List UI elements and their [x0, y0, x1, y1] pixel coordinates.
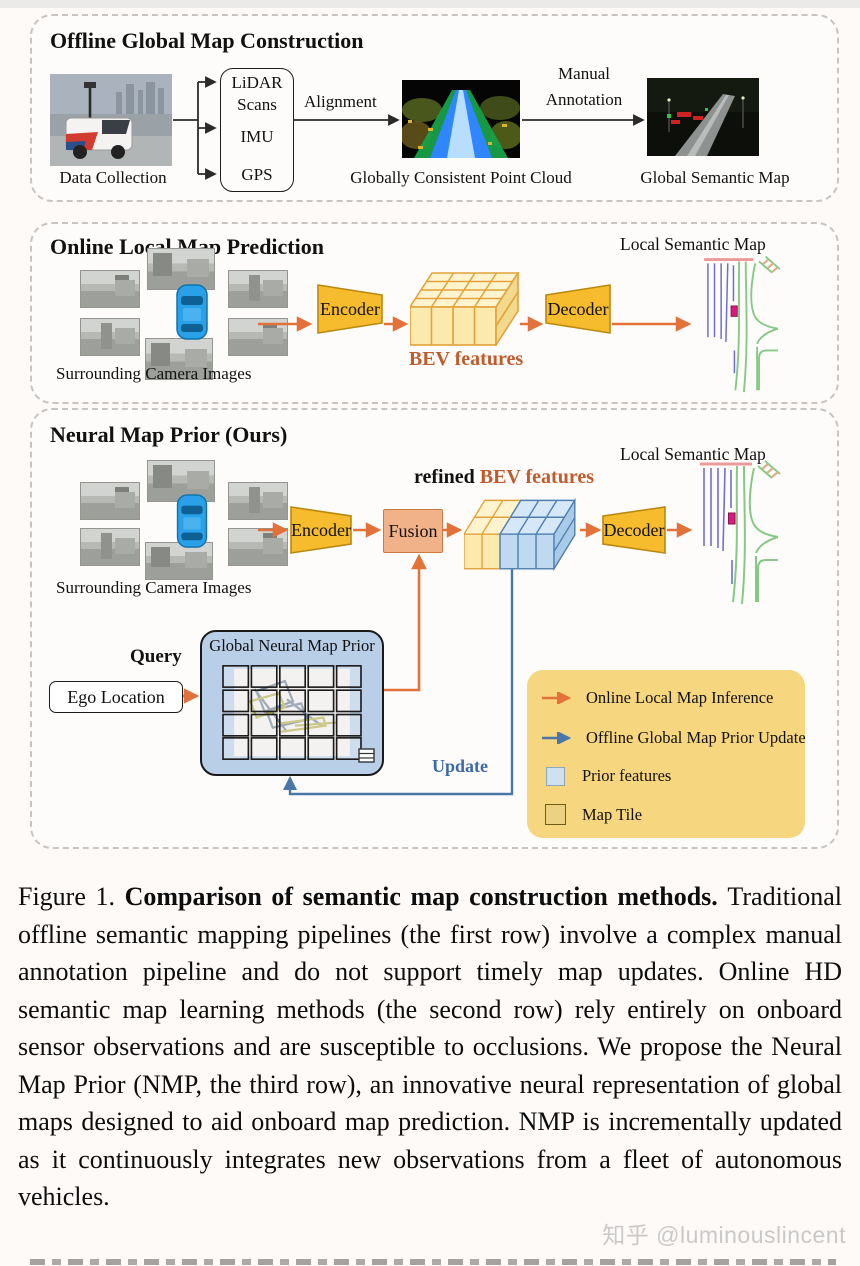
- refined-text: refined: [414, 466, 480, 488]
- legend-item-update: Offline Global Map Prior Update: [541, 728, 806, 748]
- alignment-label: Alignment: [304, 92, 377, 111]
- figure-number: Figure 1.: [18, 882, 125, 911]
- map-tile-swatch: [545, 804, 566, 825]
- legend-item-prior-features: Prior features: [541, 766, 671, 786]
- global-prior-title: Global Neural Map Prior: [209, 636, 375, 655]
- decoder-block: Decoder: [545, 284, 611, 334]
- global-semantic-map-image: [647, 78, 759, 156]
- tile-table-icon: [358, 748, 375, 763]
- encoder-block: Encoder: [290, 506, 352, 554]
- panel2-cams-label: Surrounding Camera Images: [56, 364, 252, 383]
- panel3-local-map-label: Local Semantic Map: [620, 444, 766, 464]
- data-collection-photo: [50, 74, 172, 166]
- bev-features-cube: [410, 272, 520, 346]
- panel1-arrows: [173, 76, 645, 180]
- blue-arrow-icon: [542, 732, 572, 744]
- sensor-scans: Scans: [237, 95, 277, 114]
- panel3-arrows: [182, 522, 693, 796]
- watermark: 知乎 @luminouslincent: [602, 1222, 846, 1248]
- decoder-block: Decoder: [602, 506, 666, 554]
- camera-front-left: [80, 482, 140, 520]
- legend-label: Prior features: [582, 766, 672, 785]
- camera-back-left: [80, 528, 140, 566]
- encoder-label: Encoder: [320, 298, 380, 319]
- point-cloud-label: Globally Consistent Point Cloud: [350, 168, 572, 187]
- panel-offline-global-map: Offline Global Map Construction Data Col…: [30, 14, 839, 202]
- legend-label: Offline Global Map Prior Update: [586, 728, 806, 747]
- figure-caption: Figure 1. Comparison of semantic map con…: [18, 878, 842, 1216]
- camera-front-right: [228, 270, 288, 308]
- global-semantic-map-label: Global Semantic Map: [640, 168, 790, 187]
- manual-annotation-line2: Annotation: [545, 90, 623, 109]
- refined-bev-label: refined BEV features: [384, 466, 624, 489]
- camera-back-right: [228, 528, 288, 566]
- sensor-gps: GPS: [241, 165, 273, 184]
- panel-online-local-map: Online Local Map Prediction Local Semant…: [30, 222, 839, 404]
- legend-item-inference: Online Local Map Inference: [541, 688, 773, 708]
- query-label: Query: [130, 646, 182, 667]
- orange-arrow-icon: [542, 692, 572, 704]
- encoder-label: Encoder: [291, 519, 351, 540]
- legend-item-map-tile: Map Tile: [541, 804, 642, 825]
- fusion-block: Fusion: [383, 509, 443, 553]
- panel3-title: Neural Map Prior (Ours): [50, 422, 288, 447]
- camera-back-left: [80, 318, 140, 356]
- camera-front: [147, 460, 215, 502]
- update-label: Update: [432, 756, 489, 776]
- sensor-imu: IMU: [240, 127, 274, 146]
- sensor-lidar: LiDAR: [231, 73, 283, 92]
- ego-car-icon: [176, 494, 208, 548]
- ego-car-icon: [176, 284, 208, 340]
- data-collection-label: Data Collection: [59, 168, 167, 187]
- panel-neural-map-prior: Neural Map Prior (Ours) Local Semantic M…: [30, 408, 839, 849]
- bev-features-label: BEV features: [408, 348, 524, 370]
- manual-annotation-line1: Manual: [558, 64, 610, 83]
- bev-features-text: BEV features: [479, 466, 594, 488]
- decoder-label: Decoder: [603, 519, 665, 540]
- top-strip: [0, 0, 860, 8]
- caption-body: Traditional offline semantic mapping pip…: [18, 882, 843, 1211]
- local-semantic-map-drawing: [702, 255, 782, 394]
- legend-box: Online Local Map Inference Offline Globa…: [527, 670, 806, 838]
- sensor-box: LiDAR Scans IMU GPS: [220, 68, 294, 192]
- panel1-title: Offline Global Map Construction: [50, 28, 364, 53]
- cropped-next-line-strip: [30, 1259, 836, 1265]
- camera-back: [145, 338, 213, 380]
- panel2-arrows: [258, 316, 692, 332]
- prior-features-swatch: [546, 766, 565, 786]
- legend-label: Online Local Map Inference: [586, 688, 774, 707]
- encoder-block: Encoder: [317, 284, 383, 334]
- caption-bold-title: Comparison of semantic map construction …: [124, 882, 728, 911]
- point-cloud-image: [402, 80, 520, 158]
- camera-front-left: [80, 270, 140, 308]
- local-semantic-map-drawing: [698, 459, 782, 606]
- global-neural-map-prior-box: Global Neural Map Prior: [200, 630, 384, 776]
- camera-front: [147, 248, 215, 290]
- decoder-label: Decoder: [547, 298, 609, 319]
- legend-label: Map Tile: [582, 804, 643, 824]
- map-tile-grid: [222, 665, 362, 760]
- ego-location-box: Ego Location: [49, 681, 183, 713]
- panel3-cams-label: Surrounding Camera Images: [56, 578, 252, 597]
- panel2-local-map-label: Local Semantic Map: [620, 234, 766, 254]
- refined-bev-cube: [464, 497, 577, 572]
- camera-front-right: [228, 482, 288, 520]
